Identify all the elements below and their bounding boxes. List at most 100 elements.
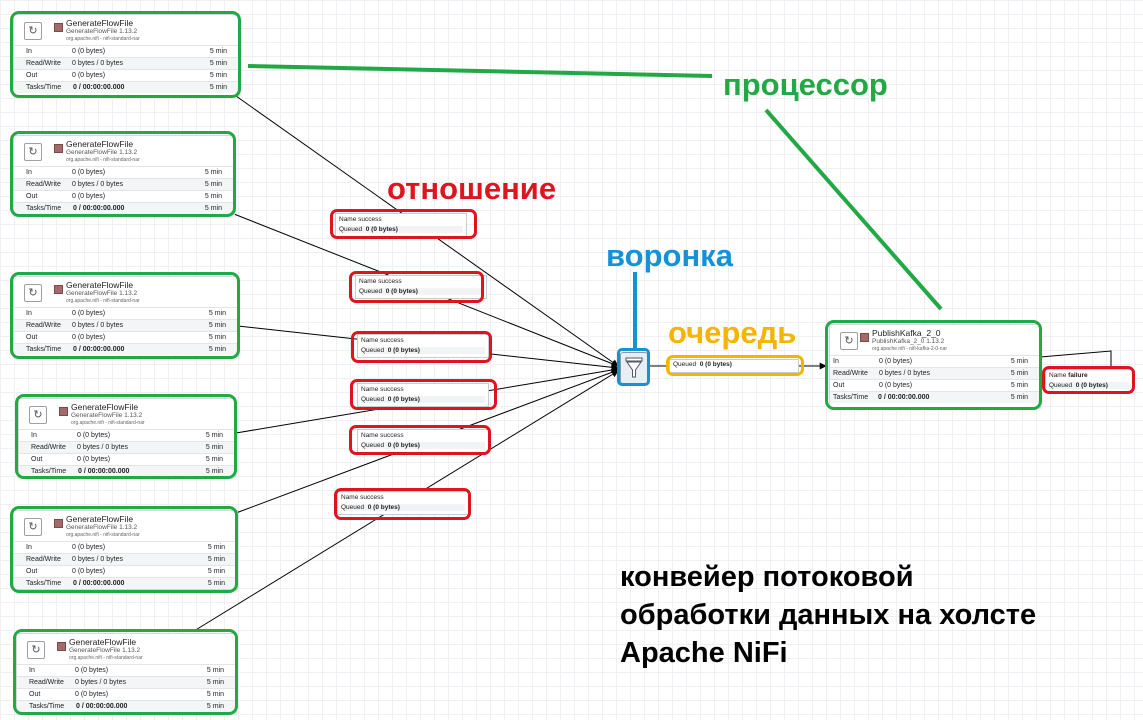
stat-row-out: Out 0 (0 bytes) 5 min [14, 190, 234, 202]
stat-value: 0 bytes / 0 bytes [72, 322, 123, 329]
stat-label: Read/Write [26, 322, 61, 329]
processor-bundle: org.apache.nifi - nifi-standard-nar [66, 157, 140, 163]
processor-card[interactable]: ↻ GenerateFlowFile GenerateFlowFile 1.13… [13, 14, 240, 96]
stat-window: 5 min [208, 322, 226, 329]
processor-highlight [10, 506, 238, 593]
processor-highlight [13, 629, 238, 715]
processor-icon: ↻ [840, 332, 858, 350]
stopped-status-icon [54, 519, 63, 528]
queued-count: 0 (0 bytes) [365, 226, 398, 233]
processor-highlight [10, 131, 236, 217]
stat-label: Tasks/Time [26, 346, 62, 353]
stat-value: 0 bytes / 0 bytes [77, 444, 128, 451]
processor-bundle: org.apache.nifi - nifi-kafka-2-0-nar [872, 346, 948, 352]
processor-type: GenerateFlowFile 1.13.2 [66, 28, 138, 35]
stat-label: Out [26, 334, 38, 341]
stat-value: 0 bytes / 0 bytes [72, 181, 123, 188]
stat-value: 0 (0 bytes) [72, 193, 106, 200]
processor-bundle: org.apache.nifi - nifi-standard-nar [66, 36, 140, 42]
stat-window: 5 min [209, 48, 227, 55]
connection-label[interactable]: Name success Queued 0 (0 bytes) [357, 429, 489, 453]
processor-bundle: org.apache.nifi - nifi-standard-nar [69, 655, 143, 661]
stat-value: 0 / 00:00:00.000 [878, 394, 930, 401]
processor-highlight [10, 272, 240, 359]
processor-name: PublishKafka_2_0 [872, 328, 941, 338]
relationship-highlight [330, 209, 477, 239]
connection-label[interactable]: Name success Queued 0 (0 bytes) [357, 383, 489, 407]
relationship-name: success [378, 278, 402, 285]
stat-value: 0 bytes / 0 bytes [72, 556, 123, 563]
stat-window: 5 min [209, 72, 227, 79]
stat-value: 0 (0 bytes) [72, 169, 106, 176]
processor-icon: ↻ [29, 406, 47, 424]
stat-label: Read/Write [31, 444, 66, 451]
stat-value: 0 / 00:00:00.000 [73, 346, 125, 353]
relationship-name: success [360, 494, 384, 501]
relationship-highlight [349, 271, 484, 303]
connection-label[interactable]: Name success Queued 0 (0 bytes) [355, 275, 487, 299]
stat-label: Out [833, 382, 845, 389]
publish-kafka-processor-card[interactable]: ↻ PublishKafka_2_0 PublishKafka_2_0 1.13… [829, 324, 1041, 408]
funnel-icon [625, 357, 643, 378]
stat-window: 5 min [204, 193, 222, 200]
stat-window: 5 min [206, 667, 224, 674]
stopped-status-icon [59, 407, 68, 416]
stat-window: 5 min [208, 310, 226, 317]
connection-label[interactable]: Name success Queued 0 (0 bytes) [357, 334, 489, 358]
stat-window: 5 min [209, 60, 227, 67]
queued-count: 0 (0 bytes) [387, 396, 420, 403]
queue-label[interactable]: Queued 0 (0 bytes) [669, 359, 799, 373]
stat-window: 5 min [1010, 358, 1028, 365]
stat-window: 5 min [206, 703, 224, 710]
processor-card[interactable]: ↻ GenerateFlowFile GenerateFlowFile 1.13… [16, 633, 237, 713]
funnel-component[interactable] [620, 352, 648, 384]
processor-card[interactable]: ↻ GenerateFlowFile GenerateFlowFile 1.13… [13, 276, 239, 357]
processor-type: GenerateFlowFile 1.13.2 [66, 149, 138, 156]
stat-value: 0 (0 bytes) [72, 72, 106, 79]
stat-label: Read/Write [26, 181, 61, 188]
stat-label: Tasks/Time [26, 84, 62, 91]
processor-card[interactable]: ↻ GenerateFlowFile GenerateFlowFile 1.13… [18, 398, 236, 477]
stat-value: 0 (0 bytes) [879, 382, 913, 389]
stat-label: In [26, 544, 32, 551]
processor-name: GenerateFlowFile [66, 139, 134, 149]
processor-bundle: org.apache.nifi - nifi-standard-nar [66, 532, 140, 538]
stat-window: 5 min [1010, 370, 1028, 377]
funnel-callout: воронка [606, 238, 733, 273]
processor-card[interactable]: ↻ GenerateFlowFile GenerateFlowFile 1.13… [13, 135, 235, 215]
stat-window: 5 min [207, 544, 225, 551]
stat-label: Tasks/Time [31, 468, 67, 475]
stat-label: Read/Write [26, 60, 61, 67]
queued-count: 0 (0 bytes) [385, 288, 418, 295]
stat-label: Tasks/Time [29, 703, 65, 710]
processor-highlight [825, 320, 1042, 410]
processor-callout: процессор [723, 67, 888, 102]
processor-icon: ↻ [24, 518, 42, 536]
stat-label: Out [26, 193, 38, 200]
stat-value: 0 (0 bytes) [77, 432, 111, 439]
processor-bundle: org.apache.nifi - nifi-standard-nar [66, 298, 140, 304]
processor-card[interactable]: ↻ GenerateFlowFile GenerateFlowFile 1.13… [13, 510, 238, 590]
relationship-highlight [350, 379, 497, 410]
relationship-name: success [358, 216, 382, 223]
processor-name: GenerateFlowFile [66, 280, 134, 290]
stat-value: 0 (0 bytes) [72, 310, 106, 317]
processor-name: GenerateFlowFile [69, 637, 137, 647]
processor-highlight [15, 394, 237, 479]
stat-window: 5 min [207, 580, 225, 587]
relationship-highlight [1042, 366, 1135, 394]
